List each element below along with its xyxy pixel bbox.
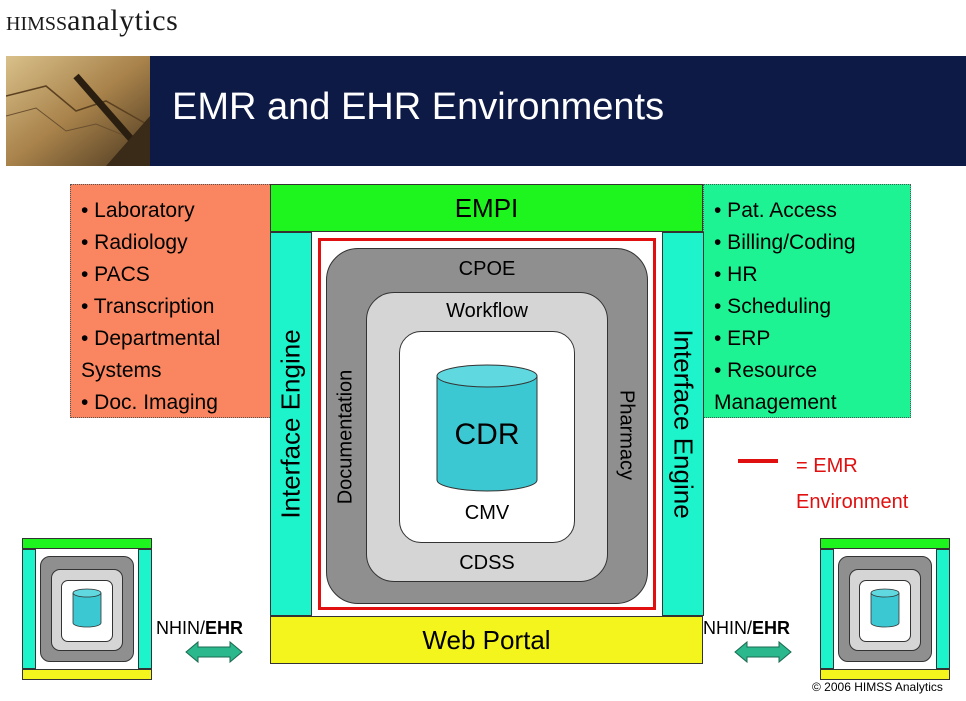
list-item: • Departmental [81,327,221,350]
list-item: • Resource [714,359,818,382]
cdr-database-icon [436,364,538,492]
emr-legend: = EMR Environment [796,455,909,513]
list-item: • Doc. Imaging [81,391,218,414]
list-item: • Pat. Access [714,199,837,222]
administrative-systems-panel: • Pat. Access • Billing/Coding • HR • Sc… [703,184,911,418]
nhin-ehr-left-label: NHIN/EHR [156,618,244,638]
list-item: • Scheduling [714,295,832,318]
double-arrow-right-icon [734,640,792,664]
empi-bar: EMPI [270,184,703,232]
list-item: • ERP [714,327,771,350]
cdr-label: CDR [454,418,520,451]
emr-legend-swatch [738,459,778,463]
interface-engine-left: Interface Engine [270,232,312,616]
list-item: Management [714,391,837,414]
documentation-label: Documentation [334,369,357,505]
copyright-text: © 2006 HIMSS Analytics [812,680,943,694]
list-item: • Billing/Coding [714,231,856,254]
list-item: Systems [81,359,162,382]
interface-engine-right: Interface Engine [662,232,704,616]
interface-engine-left-label: Interface Engine [275,329,306,519]
cdss-label: CDSS [459,552,515,574]
title-banner [150,56,966,166]
list-item: • PACS [81,263,150,286]
interface-engine-right-label: Interface Engine [668,329,699,519]
himss-analytics-logo: HIMSSanalytics [6,4,179,37]
list-item: • Transcription [81,295,215,318]
emr-environment-border [318,238,656,610]
list-item: • Radiology [81,231,188,254]
departmental-systems-panel: • Laboratory • Radiology • PACS • Transc… [70,184,272,418]
web-portal-bar: Web Portal [270,616,703,664]
header-photo [6,56,150,166]
double-arrow-left-icon [185,640,243,664]
pen-chart-photo-icon [6,56,150,166]
slide-title: EMR and EHR Environments [172,86,665,128]
mini-emr-left-icon [22,538,152,680]
workflow-label: Workflow [446,300,528,322]
pharmacy-label: Pharmacy [615,389,638,481]
mini-emr-right-icon [820,538,950,680]
cmv-label: CMV [464,502,510,524]
list-item: • Laboratory [81,199,195,222]
cpoe-label: CPOE [458,258,516,280]
nhin-ehr-right-label: NHIN/EHR [703,618,791,638]
list-item: • HR [714,263,758,286]
